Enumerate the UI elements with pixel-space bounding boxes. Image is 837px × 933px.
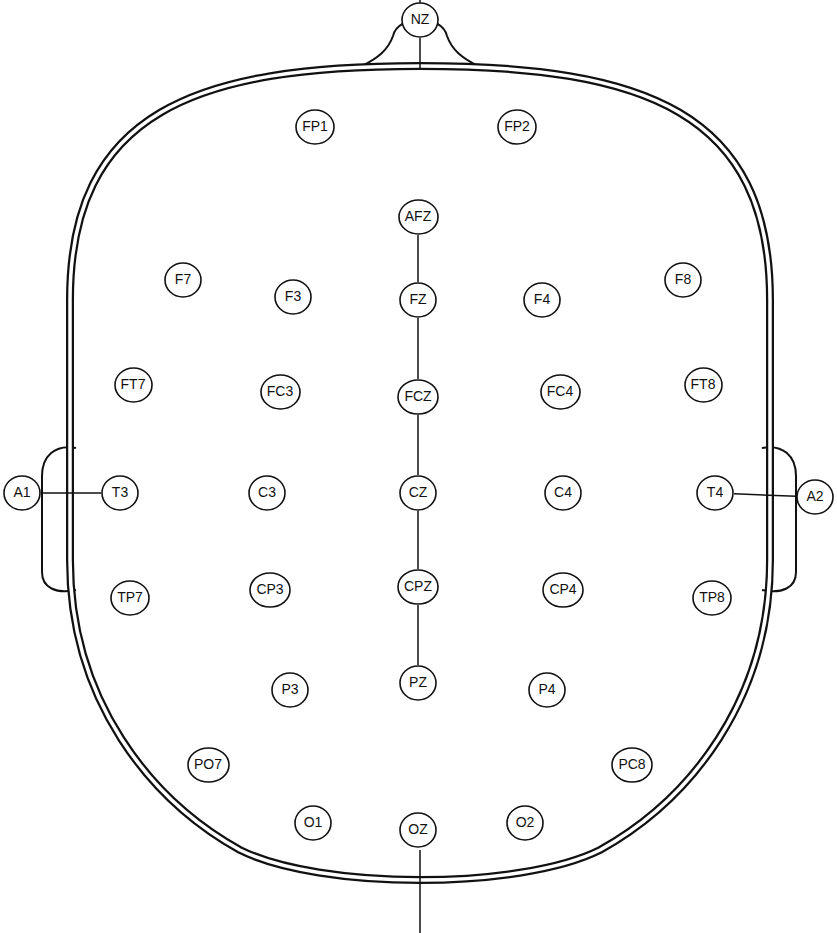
electrode-circle: AFZ xyxy=(398,199,439,235)
electrode-label: PO7 xyxy=(194,757,222,772)
electrode-circle: FP2 xyxy=(497,109,537,145)
electrode-circle: FT7 xyxy=(114,367,153,403)
electrode-label: F3 xyxy=(285,289,301,304)
electrode-label: FCZ xyxy=(404,389,431,404)
electrode-label: O1 xyxy=(304,815,323,830)
electrode-label: CP3 xyxy=(256,582,283,597)
electrode-label: C4 xyxy=(554,485,572,500)
electrode-label: NZ xyxy=(411,12,430,27)
electrode-label: F7 xyxy=(175,272,191,287)
electrode-label: CPZ xyxy=(404,579,432,594)
head-outline-outer xyxy=(70,66,770,880)
electrode-circle: F4 xyxy=(523,282,561,318)
electrode-label: T4 xyxy=(707,485,723,500)
electrode-circle: PZ xyxy=(399,665,437,701)
electrode-circle: TP7 xyxy=(110,580,150,616)
electrode-circle: FCZ xyxy=(397,379,439,415)
electrode-circle: C4 xyxy=(544,475,582,511)
electrode-circle: F7 xyxy=(164,262,202,298)
electrode-label: TP7 xyxy=(117,590,143,605)
electrode-label: FP2 xyxy=(504,119,530,134)
electrode-label: P3 xyxy=(281,682,298,697)
electrode-label: PZ xyxy=(409,675,427,690)
electrode-circle: FC3 xyxy=(260,374,301,410)
electrode-circle: CP4 xyxy=(542,572,584,608)
electrode-circle: FP1 xyxy=(295,109,335,145)
electrode-label: P4 xyxy=(538,682,555,697)
electrode-label: AFZ xyxy=(405,209,431,224)
electrode-circle: O2 xyxy=(506,805,544,841)
electrode-circle: O1 xyxy=(294,805,332,841)
connector-line xyxy=(734,494,796,496)
electrode-circle: A1 xyxy=(3,475,41,511)
connector-line xyxy=(417,318,419,379)
electrode-label: A1 xyxy=(13,485,30,500)
electrode-label: FT7 xyxy=(121,377,146,392)
electrode-label: OZ xyxy=(408,822,427,837)
electrode-label: A2 xyxy=(806,489,823,504)
nasion-midline xyxy=(419,38,421,70)
electrode-circle: T3 xyxy=(101,475,139,511)
electrode-label: O2 xyxy=(516,815,535,830)
electrode-label: TP8 xyxy=(699,590,725,605)
electrode-label: CP4 xyxy=(549,582,576,597)
electrode-label: T3 xyxy=(112,485,128,500)
electrode-circle: P3 xyxy=(271,672,309,708)
electrode-label: FT8 xyxy=(691,377,716,392)
electrode-label: FP1 xyxy=(302,119,328,134)
connector-line xyxy=(417,511,419,569)
head-outline-gap xyxy=(70,66,770,880)
electrode-circle: NZ xyxy=(401,2,439,38)
electrode-label: C3 xyxy=(258,485,276,500)
inion-line xyxy=(419,850,421,933)
electrode-circle: FZ xyxy=(399,282,437,318)
electrode-circle: CP3 xyxy=(249,572,291,608)
connector-line xyxy=(417,605,419,665)
electrode-circle: FT8 xyxy=(684,367,723,403)
electrode-circle: CPZ xyxy=(397,569,439,605)
electrode-circle: CZ xyxy=(399,475,437,511)
electrode-circle: F3 xyxy=(274,279,312,315)
electrode-label: FZ xyxy=(409,292,426,307)
connector-line xyxy=(417,415,419,475)
electrode-circle: TP8 xyxy=(692,580,732,616)
electrode-circle: F8 xyxy=(664,262,702,298)
electrode-label: FC3 xyxy=(267,384,293,399)
electrode-label: F4 xyxy=(534,292,550,307)
electrode-label: PC8 xyxy=(618,757,645,772)
electrode-circle: FC4 xyxy=(540,374,581,410)
connector-line xyxy=(417,235,419,282)
connector-line xyxy=(41,492,101,494)
electrode-label: FC4 xyxy=(547,384,573,399)
electrode-label: F8 xyxy=(675,272,691,287)
electrode-circle: A2 xyxy=(796,479,834,515)
electrode-circle: PO7 xyxy=(187,747,230,783)
electrode-circle: T4 xyxy=(696,475,734,511)
electrode-circle: PC8 xyxy=(611,747,653,783)
electrode-label: CZ xyxy=(409,485,428,500)
electrode-circle: OZ xyxy=(399,812,437,848)
electrode-circle: C3 xyxy=(248,475,286,511)
electrode-circle: P4 xyxy=(528,672,566,708)
